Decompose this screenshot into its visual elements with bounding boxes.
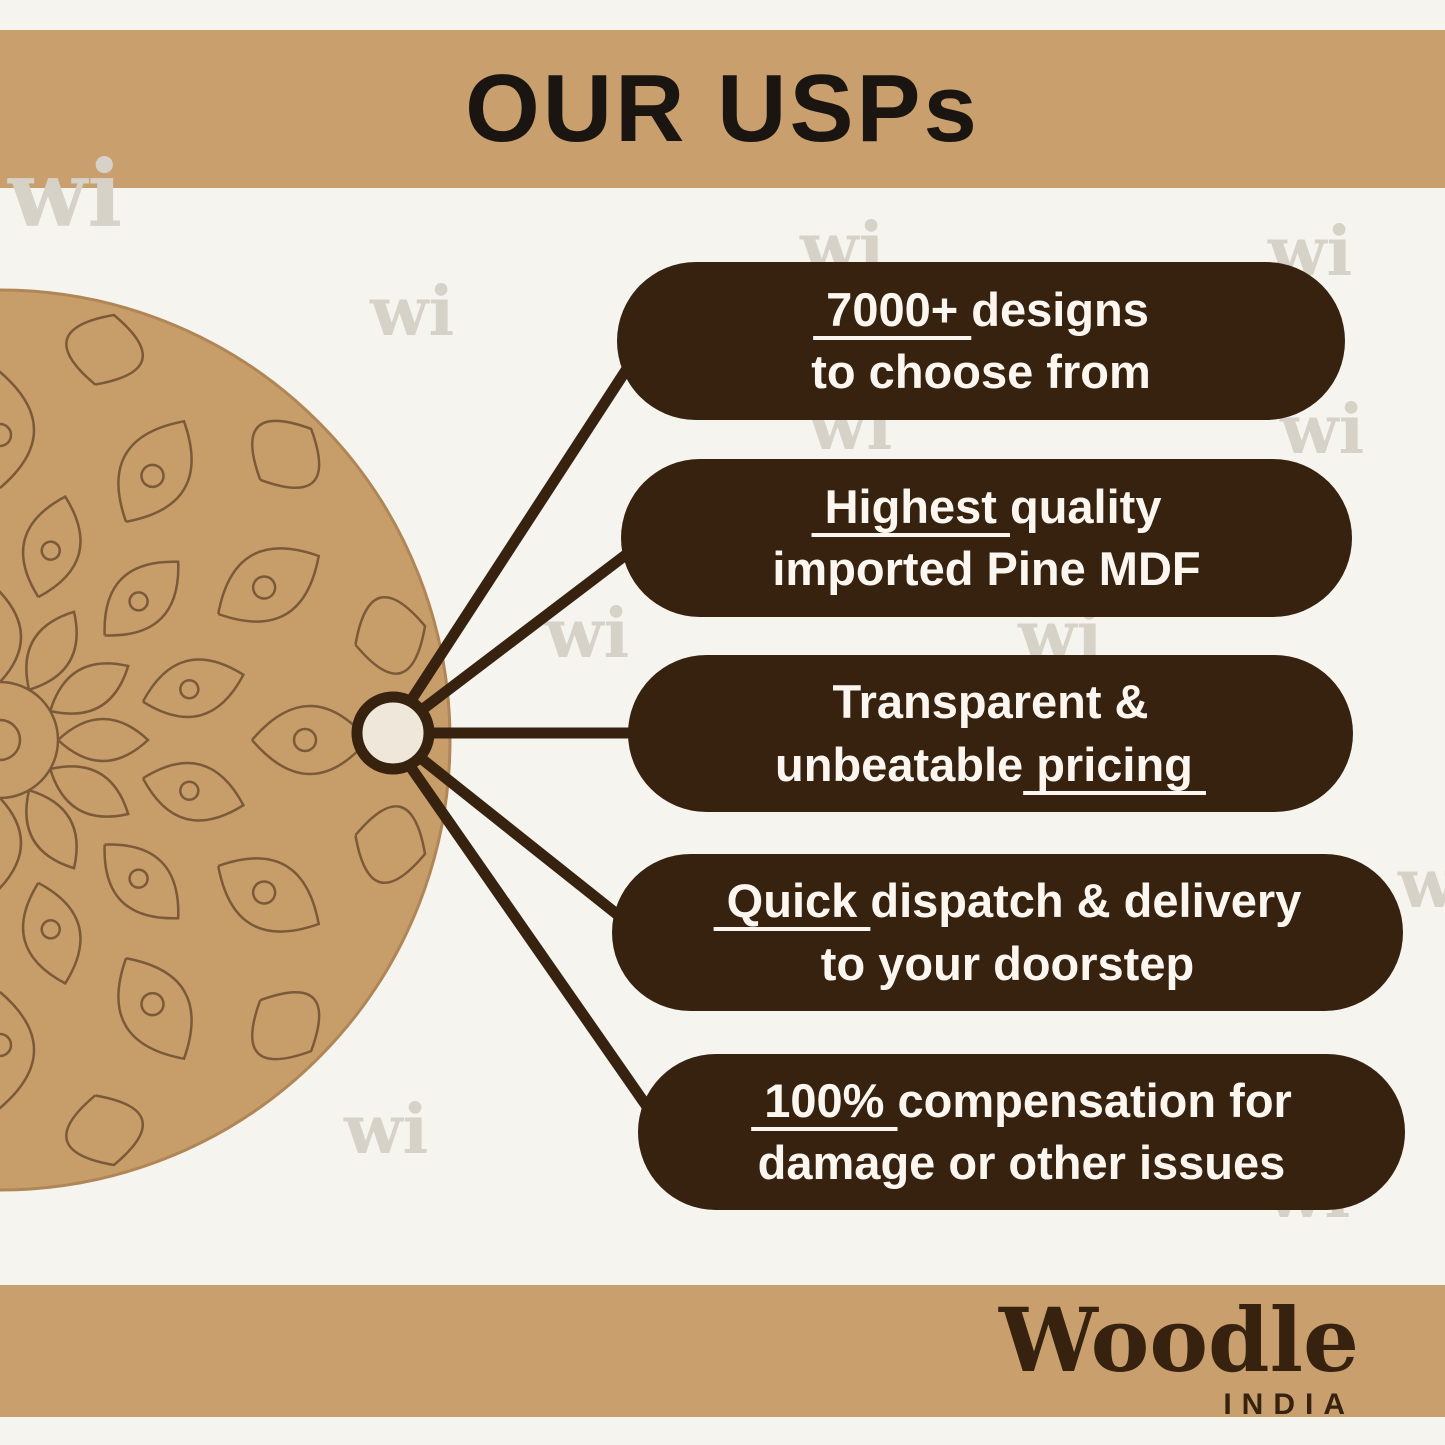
usp-text-underlined: Highest xyxy=(811,479,1010,533)
watermark-wi-icon: wi xyxy=(8,140,123,248)
usp-line-1: 100% compensation for xyxy=(751,1070,1292,1132)
usp-line-2: imported Pine MDF xyxy=(772,538,1200,600)
usp-text: dispatch & delivery xyxy=(870,874,1302,928)
usp-text: to your doorstep xyxy=(820,936,1195,990)
brand-name: Woodle xyxy=(999,1288,1359,1392)
connector-line xyxy=(392,532,654,734)
usp-line-1: 7000+ designs xyxy=(813,279,1149,341)
mandala-line-art xyxy=(0,313,427,1167)
usp-text: compensation for xyxy=(897,1073,1292,1127)
brand-logo: Woodle INDIA xyxy=(999,1296,1359,1422)
usp-pill-quality: Highest quality imported Pine MDF xyxy=(621,459,1352,617)
usp-line-2: unbeatable pricing xyxy=(775,734,1206,796)
brand-country: INDIA xyxy=(1223,1388,1355,1421)
usp-text-underlined: 7000+ xyxy=(813,282,972,336)
watermark-wi-icon: wi xyxy=(370,272,455,352)
usp-text-underlined: 100% xyxy=(751,1073,898,1127)
usp-text: to choose from xyxy=(811,345,1151,398)
usp-pill-designs: 7000+ designs to choose from xyxy=(617,262,1345,420)
footer-band xyxy=(0,1285,1445,1417)
usp-text: imported Pine MDF xyxy=(772,542,1201,595)
hub-node xyxy=(351,691,435,775)
usp-line-2: damage or other issues xyxy=(758,1132,1286,1194)
usp-text: Transparent & xyxy=(832,675,1149,729)
watermark-wi-icon: wi xyxy=(344,1090,429,1170)
usp-line-1: Quick dispatch & delivery xyxy=(714,870,1302,932)
usp-text: unbeatable xyxy=(775,737,1024,791)
usp-text-underlined: Quick xyxy=(713,874,871,928)
usp-line-1: Transparent & xyxy=(832,671,1148,733)
watermark-wi-icon: wi xyxy=(1398,844,1445,924)
connector-line xyxy=(392,734,644,937)
usp-text: damage or other issues xyxy=(757,1136,1286,1189)
usp-text-underlined: pricing xyxy=(1023,737,1206,791)
connector-line xyxy=(390,740,670,1137)
usp-line-2: to choose from xyxy=(811,341,1150,403)
mdf-board xyxy=(0,288,452,1192)
usp-pill-dispatch: Quick dispatch & delivery to your doorst… xyxy=(612,854,1403,1011)
usp-text: quality xyxy=(1010,479,1162,533)
page-title: OUR USPs xyxy=(465,55,980,162)
usp-line-1: Highest quality xyxy=(812,476,1162,538)
usp-text: designs xyxy=(971,282,1149,336)
usp-pill-pricing: Transparent & unbeatable pricing xyxy=(628,655,1353,812)
usp-line-2: to your doorstep xyxy=(821,933,1194,995)
connector-line xyxy=(391,335,651,728)
header-band: OUR USPs xyxy=(0,30,1445,188)
usp-pill-compensation: 100% compensation for damage or other is… xyxy=(638,1054,1405,1210)
